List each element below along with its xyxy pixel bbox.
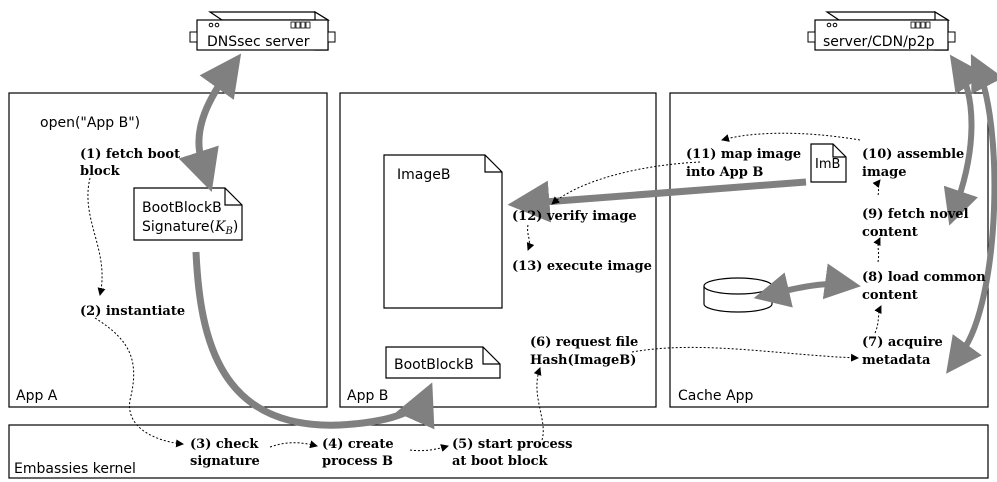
map-image-arrow <box>507 178 807 223</box>
cache-app-panel <box>669 92 989 408</box>
app-b-label: App B <box>347 388 388 404</box>
flow-2-3 <box>94 317 184 448</box>
app-b-panel <box>339 92 657 408</box>
step-10-line2: image <box>862 165 906 180</box>
bootblock-doc-line1: BootBlockB <box>142 200 222 216</box>
flow-8-9 <box>873 237 881 263</box>
load-common-arrow <box>753 263 861 308</box>
step-1-line2: block <box>80 164 121 179</box>
step-6-line1: (6) request file <box>530 335 638 350</box>
step-13: (13) execute image <box>512 259 652 274</box>
cache-app-label: Cache App <box>678 388 753 404</box>
cdn-server-label: server/CDN/p2p <box>823 34 935 50</box>
flow-12-13 <box>526 224 535 251</box>
flow-7-8 <box>874 305 882 334</box>
flow-9-10 <box>872 179 881 196</box>
flow-1-2 <box>87 177 106 296</box>
step-3-line2: signature <box>190 454 260 469</box>
step-2: (2) instantiate <box>80 304 185 319</box>
flow-4-5 <box>409 444 449 452</box>
dnssec-server-label: DNSsec server <box>207 34 310 50</box>
step-4-line2: process B <box>322 454 393 469</box>
flow-5-6 <box>533 367 544 441</box>
image-b-label: ImageB <box>397 167 450 183</box>
step-10-line1: (10) assemble <box>862 147 964 162</box>
step-9-line2: content <box>862 225 918 240</box>
step-3-line1: (3) check <box>190 437 259 452</box>
step-7-line1: (7) acquire <box>862 335 943 350</box>
app-a-label: App A <box>16 388 58 404</box>
app-a-panel <box>8 92 328 408</box>
flow-10-11 <box>721 132 861 142</box>
acquire-metadata-arrow <box>946 54 997 374</box>
flow-arrows <box>87 132 882 452</box>
kernel-panel <box>8 424 989 479</box>
cdn-server-icon <box>807 10 956 51</box>
bootblock-b-label: BootBlockB <box>394 357 474 373</box>
step-5-line1: (5) start process <box>452 437 572 452</box>
step-5-line2: at boot block <box>452 454 549 469</box>
step-8-line1: (8) load common <box>862 270 986 285</box>
dnssec-server-icon <box>189 10 336 51</box>
step-6-line2: Hash(ImageB) <box>530 353 636 368</box>
step-7-line2: metadata <box>862 353 931 368</box>
open-call-label: open("App B") <box>40 115 140 131</box>
fetch-novel-arrow <box>943 54 986 226</box>
step-1-line1: (1) fetch boot <box>80 147 180 162</box>
bootblock-b-document <box>385 346 501 379</box>
step-11-line1: (11) map image <box>686 147 801 162</box>
image-b-document <box>383 154 503 309</box>
imb-document <box>810 143 847 183</box>
step-9-line1: (9) fetch novel <box>862 207 969 222</box>
flow-11-12 <box>551 161 701 205</box>
step-11-line2: into App B <box>686 165 763 180</box>
bootblock-load-arrow <box>192 251 435 430</box>
flow-6-7 <box>631 346 859 362</box>
step-4-line1: (4) create <box>322 437 394 452</box>
bootblock-doc-line2: Signature(KB) <box>142 219 238 237</box>
kernel-label: Embassies kernel <box>14 461 136 477</box>
step-12: (12) verify image <box>512 209 637 224</box>
step-8-line2: content <box>862 288 918 303</box>
storage-disk-icon <box>703 277 773 313</box>
dnssec-bootblock-arrow <box>178 53 242 192</box>
imb-label: ImB <box>815 157 840 172</box>
flow-3-4 <box>269 440 318 449</box>
